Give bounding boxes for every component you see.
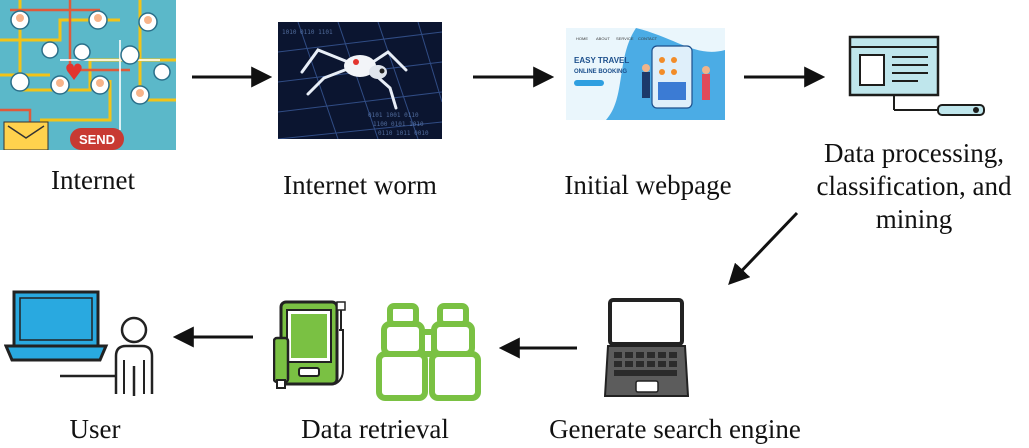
label-line-2: classification, and [816, 171, 1012, 201]
svg-text:1010 0110 1101: 1010 0110 1101 [282, 29, 333, 36]
label-initial-webpage: Initial webpage [564, 170, 732, 200]
tablet-stylus-icon [273, 300, 353, 390]
nav-contact: CONTACT [638, 36, 658, 41]
laptop-icon [604, 298, 689, 398]
webpage-headline-2: ONLINE BOOKING [574, 69, 627, 75]
label-data-retrieval: Data retrieval [301, 414, 449, 444]
label-user: User [69, 414, 121, 444]
binoculars-icon [376, 302, 481, 402]
webpage-headline-1: EASY TRAVEL [574, 56, 629, 65]
travel-webpage-icon: HOME ABOUT SERVICE CONTACT EASY TRAVEL O… [566, 28, 725, 120]
label-line-3: mining [875, 204, 953, 234]
nav-home: HOME [576, 36, 588, 41]
network-people-icon: SEND [0, 0, 176, 150]
label-data-processing: Data processing, classification, and min… [808, 137, 1020, 236]
label-internet-worm: Internet worm [283, 170, 437, 200]
svg-text:1100 0101 1010: 1100 0101 1010 [373, 121, 424, 128]
label-generate-search-engine: Generate search engine [549, 414, 801, 444]
label-internet: Internet [51, 165, 135, 195]
svg-text:0101 1001 0110: 0101 1001 0110 [368, 112, 419, 119]
arrow-processing-to-search [728, 211, 799, 286]
label-line-1: Data processing, [824, 138, 1004, 168]
svg-text:0110 1011 0010: 0110 1011 0010 [378, 130, 429, 137]
monitor-document-icon [848, 35, 990, 125]
send-button-text: SEND [79, 132, 115, 147]
spider-robot-icon: 0101 1001 0110 1100 0101 1010 0110 1011 00… [278, 22, 442, 139]
nav-about: ABOUT [596, 36, 610, 41]
user-computer-icon [4, 290, 160, 400]
nav-service: SERVICE [616, 36, 634, 41]
